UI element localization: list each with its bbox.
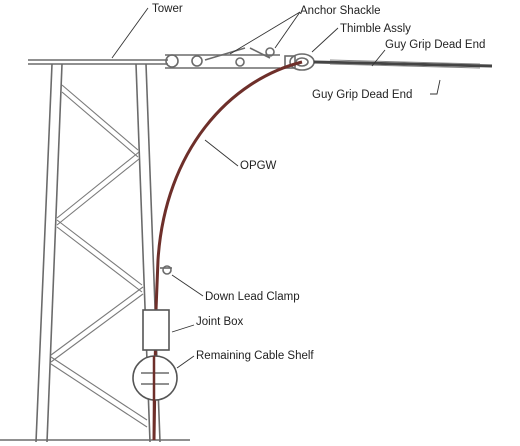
label-thimble-assy: Thimble Assly — [340, 23, 411, 35]
label-opgw: OPGW — [240, 160, 277, 172]
label-down-lead-clamp: Down Lead Clamp — [205, 291, 300, 303]
joint-box — [142, 309, 170, 351]
label-joint-box: Joint Box — [196, 316, 244, 328]
down-lead-clamp — [160, 265, 172, 275]
anchor-shackle-hardware — [165, 47, 280, 69]
tower-structure — [0, 59, 190, 443]
label-guy-grip-dead-end-1: Guy Grip Dead End — [385, 39, 485, 51]
label-anchor-shackle: Anchor Shackle — [300, 5, 381, 17]
label-remaining-cable-shelf: Remaining Cable Shelf — [196, 350, 314, 362]
label-tower: Tower — [152, 3, 183, 15]
label-guy-grip-dead-end-2: Guy Grip Dead End — [312, 89, 412, 101]
remaining-cable-shelf — [132, 355, 178, 440]
opgw-cable — [152, 60, 303, 441]
guy-grip-dead-end — [313, 59, 493, 69]
callout-leaders — [111, 7, 441, 369]
